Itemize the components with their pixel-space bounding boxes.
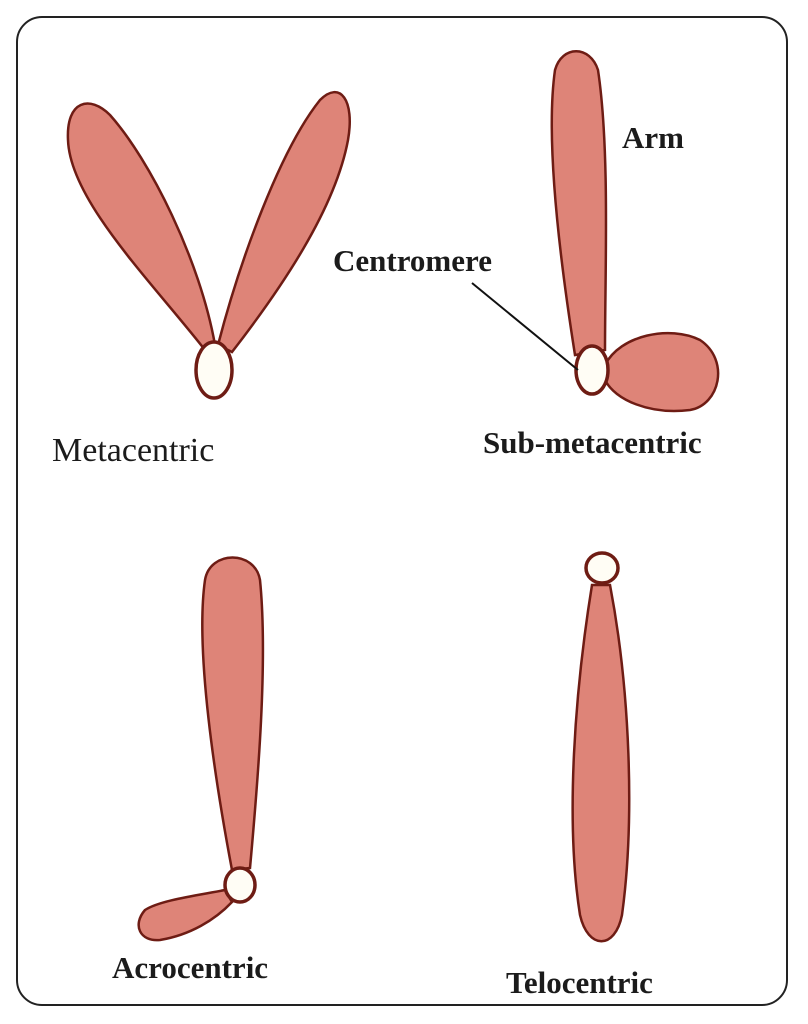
diagram-frame	[16, 16, 788, 1006]
acrocentric-short-arm	[137, 888, 234, 942]
metacentric-centromere	[194, 340, 234, 400]
acrocentric-long-arm	[201, 556, 265, 872]
submetacentric-long-arm	[550, 50, 608, 357]
label-centromere: Centromere	[333, 243, 492, 278]
label-telocentric: Telocentric	[506, 965, 653, 1000]
centromere-pointer-line	[471, 282, 579, 371]
label-arm: Arm	[622, 120, 684, 155]
label-acrocentric: Acrocentric	[112, 950, 269, 985]
label-sub-metacentric: Sub-metacentric	[483, 425, 702, 460]
metacentric-right-arm	[216, 91, 351, 354]
telocentric-arm	[571, 583, 631, 943]
submetacentric-centromere	[574, 344, 610, 396]
telocentric-centromere	[584, 551, 620, 585]
label-metacentric: Metacentric	[52, 432, 215, 469]
acrocentric-centromere	[223, 866, 257, 904]
metacentric-left-arm	[66, 102, 217, 352]
submetacentric-short-arm	[603, 331, 720, 413]
